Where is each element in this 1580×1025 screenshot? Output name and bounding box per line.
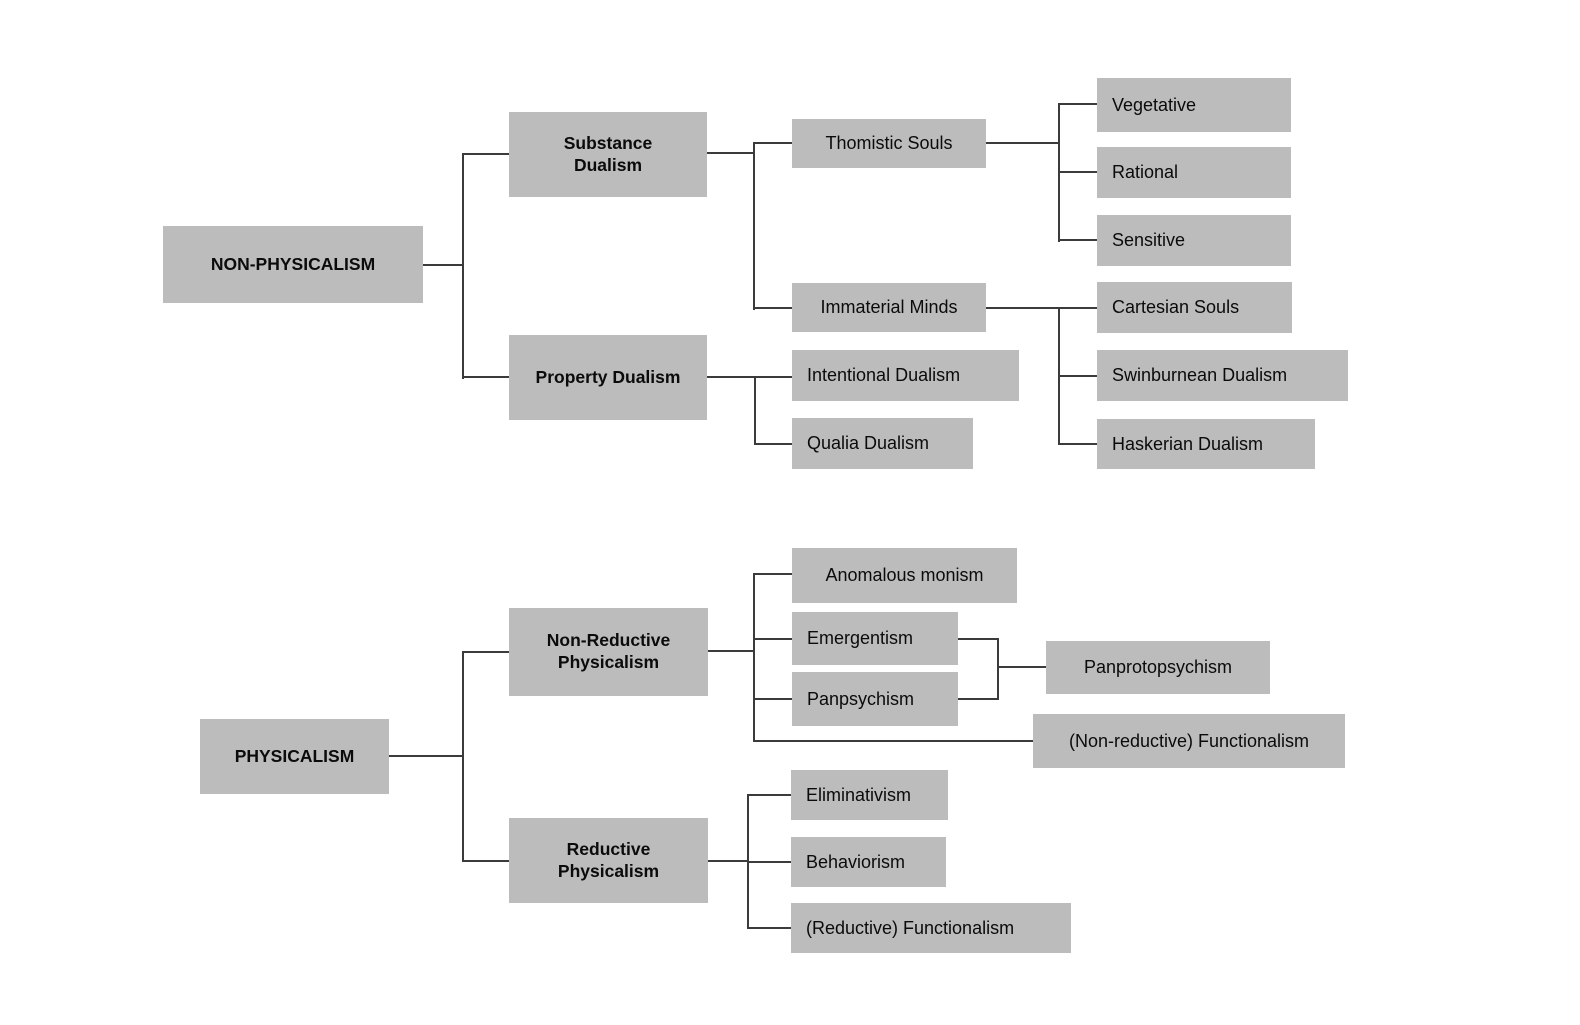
node-reductive-physicalism-label: Reductive Physicalism <box>557 838 660 881</box>
node-panprotopsychism: Panprotopsychism <box>1046 641 1270 694</box>
connector-line <box>1059 443 1097 445</box>
node-reductive-functionalism: (Reductive) Functionalism <box>791 903 1071 953</box>
node-vegetative: Vegetative <box>1097 78 1291 132</box>
node-eliminativism: Eliminativism <box>791 770 948 820</box>
node-qualia-dualism: Qualia Dualism <box>792 418 973 469</box>
connector-line <box>462 153 464 379</box>
connector-line <box>1059 103 1097 105</box>
connector-line <box>1059 239 1097 241</box>
connector-line <box>754 638 792 640</box>
connector-line <box>1059 307 1097 309</box>
node-non-reductive-physicalism: Non-Reductive Physicalism <box>509 608 708 696</box>
connector-line <box>389 755 463 757</box>
node-behaviorism: Behaviorism <box>791 837 946 887</box>
node-property-dualism: Property Dualism <box>509 335 707 420</box>
connector-line <box>1059 171 1097 173</box>
connector-line <box>748 927 791 929</box>
connector-line <box>707 376 792 378</box>
node-immaterial-minds: Immaterial Minds <box>792 283 986 332</box>
node-physicalism: PHYSICALISM <box>200 719 389 794</box>
connector-line <box>463 860 509 862</box>
connector-line <box>754 573 792 575</box>
connector-line <box>748 794 791 796</box>
connector-line <box>997 638 999 700</box>
node-sensitive: Sensitive <box>1097 215 1291 266</box>
connector-line <box>755 443 792 445</box>
connector-line <box>708 650 754 652</box>
connector-line <box>463 153 509 155</box>
node-haskerian-dualism: Haskerian Dualism <box>1097 419 1315 469</box>
node-substance-dualism-label: Substance Dualism <box>563 132 653 175</box>
connector-line <box>958 638 998 640</box>
connector-line <box>754 142 792 144</box>
connector-line <box>707 152 754 154</box>
connector-line <box>463 376 509 378</box>
connector-line <box>1059 375 1097 377</box>
node-rational: Rational <box>1097 147 1291 198</box>
node-non-physicalism: NON-PHYSICALISM <box>163 226 423 303</box>
connector-line <box>986 142 1059 144</box>
connector-line <box>754 740 1033 742</box>
node-panpsychism: Panpsychism <box>792 672 958 726</box>
connector-line <box>753 142 755 310</box>
node-non-reductive-physicalism-label: Non-Reductive Physicalism <box>546 630 671 672</box>
connector-line <box>748 861 791 863</box>
node-non-reductive-functionalism: (Non-reductive) Functionalism <box>1033 714 1345 768</box>
node-anomalous-monism: Anomalous monism <box>792 548 1017 603</box>
connector-line <box>958 698 998 700</box>
node-substance-dualism: Substance Dualism <box>509 112 707 197</box>
connector-line <box>462 651 464 862</box>
node-cartesian-souls: Cartesian Souls <box>1097 282 1292 333</box>
connector-line <box>708 860 748 862</box>
connector-line <box>998 666 1046 668</box>
connector-line <box>754 307 792 309</box>
connector-line <box>753 573 755 742</box>
node-swinburnean-dualism: Swinburnean Dualism <box>1097 350 1348 401</box>
node-reductive-physicalism: Reductive Physicalism <box>509 818 708 903</box>
connector-line <box>754 376 756 445</box>
node-intentional-dualism: Intentional Dualism <box>792 350 1019 401</box>
connector-line <box>986 307 1059 309</box>
connector-line <box>754 698 792 700</box>
node-emergentism: Emergentism <box>792 612 958 665</box>
connector-line <box>463 651 509 653</box>
connector-line <box>423 264 463 266</box>
node-thomistic-souls: Thomistic Souls <box>792 119 986 168</box>
